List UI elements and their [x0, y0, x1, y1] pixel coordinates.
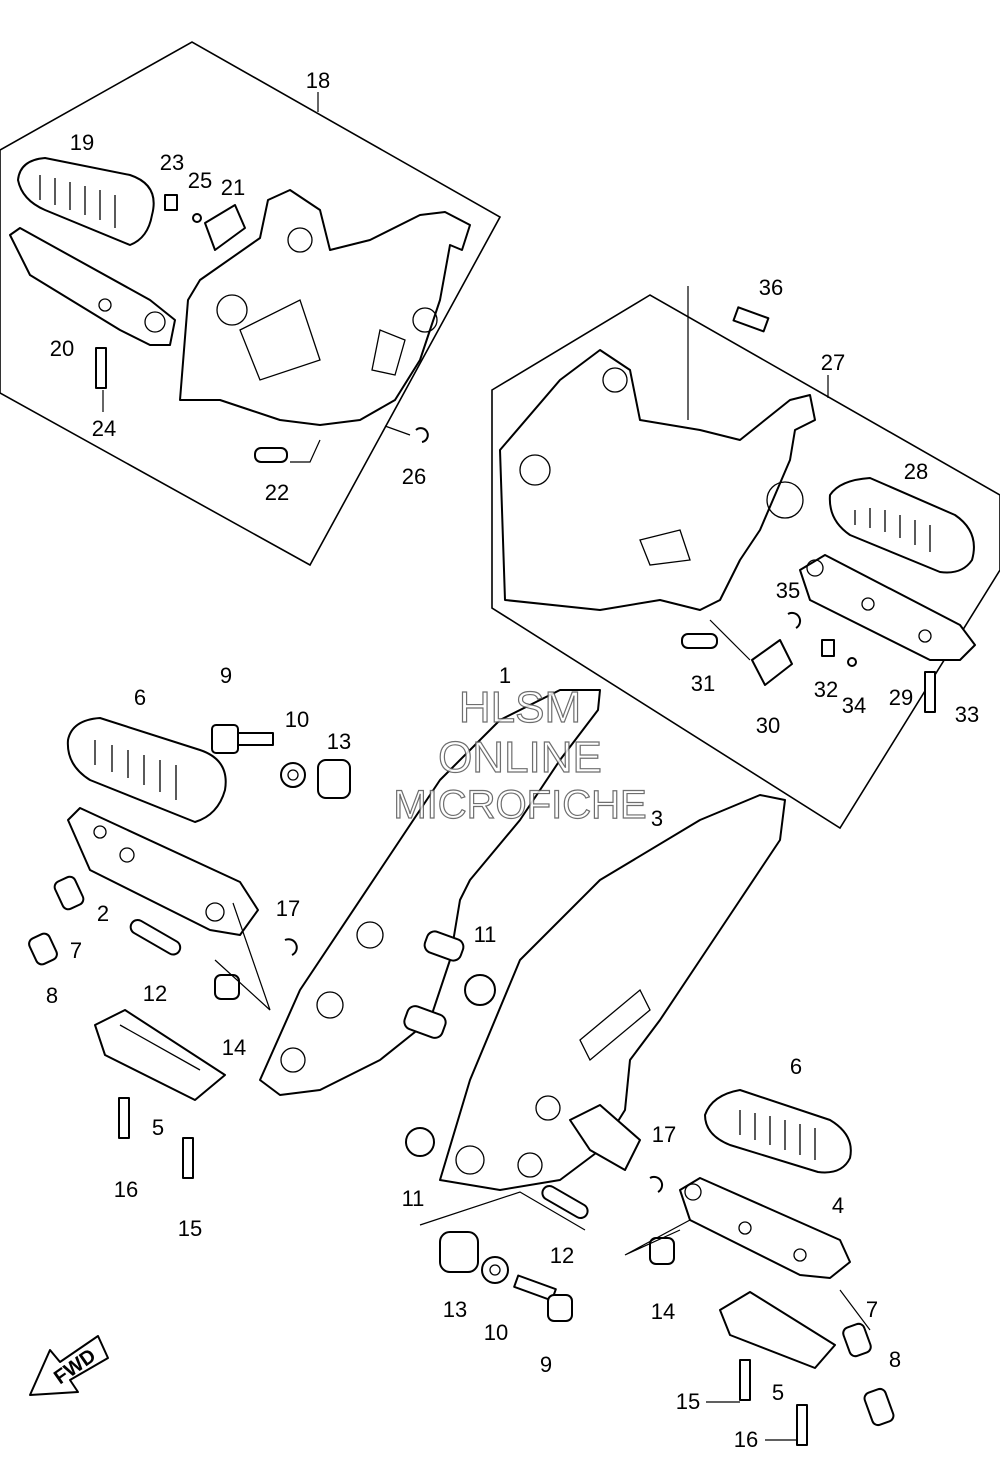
- callout-24: 24: [92, 416, 116, 441]
- callout-16-left: 16: [114, 1177, 138, 1202]
- footrest-bracket-left: [259, 689, 601, 1096]
- front-left-footrest-group: [28, 717, 351, 1179]
- watermark-line3: MICROFICHE: [393, 783, 646, 827]
- callout-22: 22: [265, 480, 289, 505]
- callout-2: 2: [97, 901, 109, 926]
- watermark-line1: HLSM: [459, 683, 581, 732]
- callout-10-left: 10: [285, 707, 309, 732]
- callout-30: 30: [756, 713, 780, 738]
- callout-9-right: 9: [540, 1352, 552, 1377]
- callout-25: 25: [188, 168, 212, 193]
- callout-32: 32: [814, 677, 838, 702]
- pillion-footrest-assembly-panel: [491, 286, 1000, 830]
- callout-36: 36: [759, 275, 783, 300]
- callout-34: 34: [842, 693, 866, 718]
- callout-12-left: 12: [143, 981, 167, 1006]
- callout-5-left: 5: [152, 1115, 164, 1140]
- callout-13-left: 13: [327, 729, 351, 754]
- watermark-line2: ONLINE: [438, 733, 602, 782]
- callout-31: 31: [691, 671, 715, 696]
- callout-15-right: 15: [676, 1389, 700, 1414]
- callout-19: 19: [70, 130, 94, 155]
- callout-7-left: 7: [70, 938, 82, 963]
- callout-11-left: 11: [474, 922, 497, 947]
- callout-14-right: 14: [651, 1299, 675, 1324]
- callout-27: 27: [821, 350, 845, 375]
- callout-18: 18: [306, 68, 330, 93]
- forward-direction-arrow-icon: FWD: [29, 1335, 109, 1396]
- callout-17-right: 17: [652, 1122, 676, 1147]
- callout-12-right: 12: [550, 1243, 574, 1268]
- callout-17-left: 17: [276, 896, 300, 921]
- callout-28: 28: [904, 459, 928, 484]
- callout-23: 23: [160, 150, 184, 175]
- callout-26: 26: [402, 464, 426, 489]
- callout-1: 1: [499, 663, 511, 688]
- callout-labels: 18 19 23 25 21 20 24 26 22 36 27 28 35 3…: [46, 68, 979, 1452]
- callout-16-right: 16: [734, 1427, 758, 1452]
- callout-7-right: 7: [866, 1297, 878, 1322]
- callout-20: 20: [50, 336, 74, 361]
- rear-footrest-assembly-panel: [0, 41, 502, 567]
- callout-10-right: 10: [484, 1320, 508, 1345]
- callout-21: 21: [221, 175, 245, 200]
- callout-29: 29: [889, 685, 913, 710]
- callout-13-right: 13: [443, 1297, 467, 1322]
- callout-3: 3: [651, 806, 663, 831]
- callout-14-left: 14: [222, 1035, 246, 1060]
- callout-4: 4: [832, 1193, 844, 1218]
- front-right-footrest-group: [419, 1089, 895, 1446]
- callout-15-left: 15: [178, 1216, 202, 1241]
- watermark: HLSM ONLINE MICROFICHE: [393, 682, 648, 827]
- footrest-bracket-right: [405, 794, 786, 1219]
- callout-9-left: 9: [220, 663, 232, 688]
- callout-6-left: 6: [134, 685, 146, 710]
- callout-35: 35: [776, 578, 800, 603]
- callout-33: 33: [955, 702, 979, 727]
- callout-8-right: 8: [889, 1347, 901, 1372]
- callout-8-left: 8: [46, 983, 58, 1008]
- callout-6-right: 6: [790, 1054, 802, 1079]
- callout-11-right: 11: [402, 1186, 425, 1211]
- callout-5-right: 5: [772, 1380, 784, 1405]
